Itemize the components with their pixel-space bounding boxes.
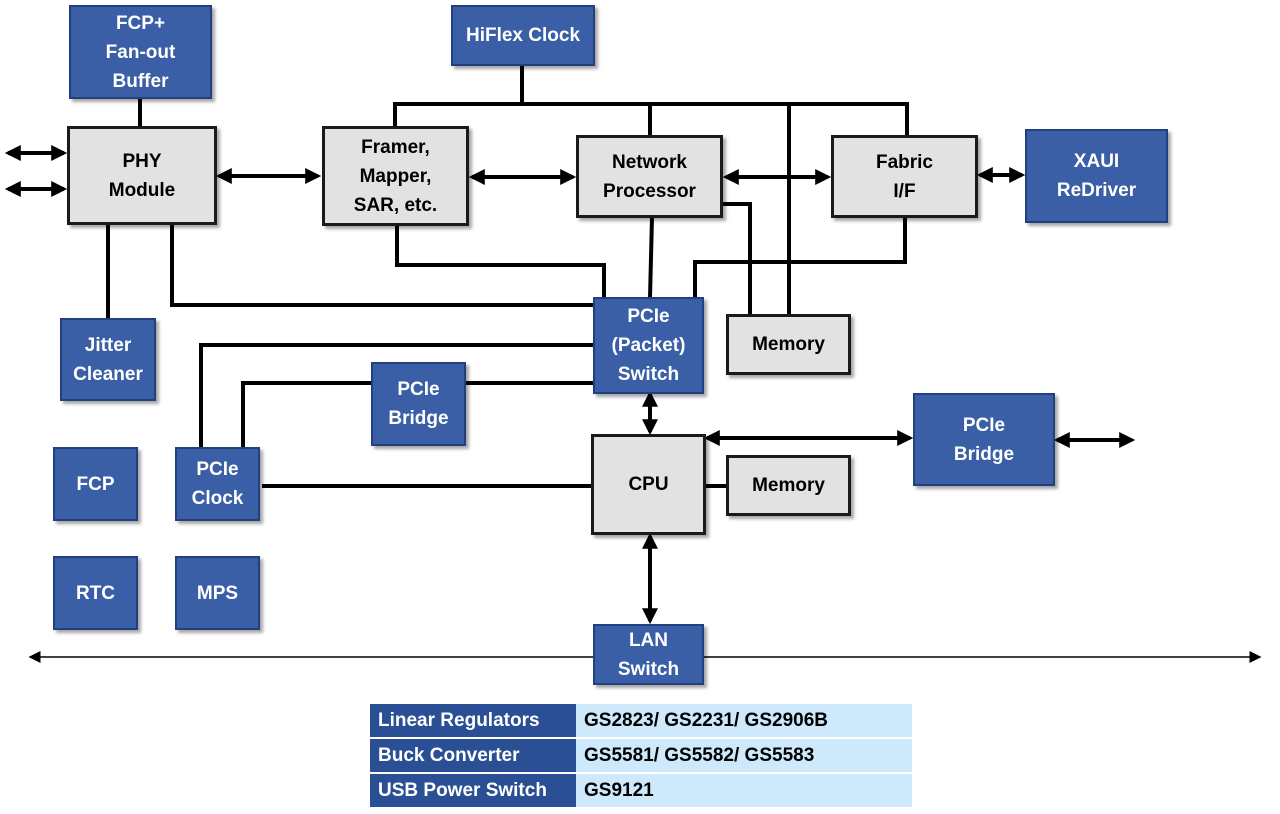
pcie-switch-to-clock-wire (199, 343, 595, 448)
phy-module-block: PHY Module (67, 126, 217, 225)
mps-block: MPS (175, 556, 260, 630)
regulator-parts: GS5581/ GS5582/ GS5583 (576, 739, 912, 772)
np-to-pcie-switch-wire (648, 216, 654, 299)
regulator-table: Linear Regulators GS2823/ GS2231/ GS2906… (370, 702, 912, 809)
lan-switch-block: LAN Switch (593, 624, 704, 685)
network-processor-block: Network Processor (576, 135, 723, 218)
jitter-cleaner-block: Jitter Cleaner (60, 318, 156, 401)
table-row: Buck Converter GS5581/ GS5582/ GS5583 (370, 739, 912, 772)
memory-top-block: Memory (726, 314, 851, 375)
pcie-switch-to-bridge-wire (241, 381, 595, 448)
cpu-block: CPU (591, 434, 706, 535)
rtc-block: RTC (53, 556, 138, 630)
regulator-parts: GS2823/ GS2231/ GS2906B (576, 704, 912, 737)
pcie-packet-switch-block: PCIe (Packet) Switch (593, 297, 704, 394)
fcp-block: FCP (53, 447, 138, 521)
np-to-memory-wire (723, 202, 752, 314)
framer-mapper-sar-block: Framer, Mapper, SAR, etc. (322, 126, 469, 226)
fabric-to-pcie-switch-wire (693, 217, 907, 298)
pcie-clock-block: PCIe Clock (175, 447, 260, 521)
hiflex-clock-block: HiFlex Clock (451, 5, 595, 66)
regulator-parts: GS9121 (576, 774, 912, 807)
table-row: Linear Regulators GS2823/ GS2231/ GS2906… (370, 704, 912, 737)
regulator-category: USB Power Switch (370, 774, 576, 807)
memory-bottom-block: Memory (726, 455, 851, 516)
fabric-if-block: Fabric I/F (831, 135, 978, 218)
phy-to-pcie-switch-wire (170, 224, 595, 307)
pcie-bridge-right-block: PCIe Bridge (913, 393, 1055, 486)
fcp-fanout-buffer-block: FCP+ Fan-out Buffer (69, 5, 212, 99)
pcie-bridge-left-block: PCIe Bridge (371, 362, 466, 446)
table-row: USB Power Switch GS9121 (370, 774, 912, 807)
regulator-category: Linear Regulators (370, 704, 576, 737)
xaui-redriver-block: XAUI ReDriver (1025, 129, 1168, 223)
framer-to-pcie-switch-wire (395, 225, 606, 298)
regulator-category: Buck Converter (370, 739, 576, 772)
